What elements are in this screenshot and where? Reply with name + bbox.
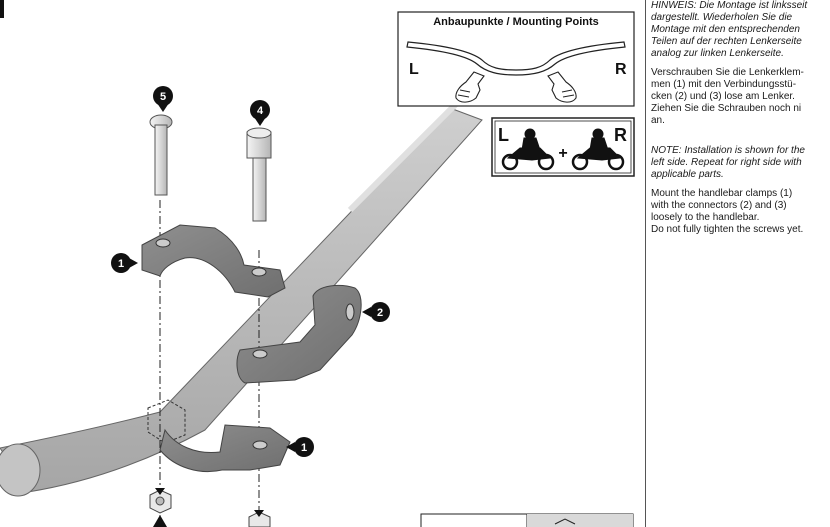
- callout-connector: 2: [362, 302, 390, 322]
- callout-clamp-upper: 1: [111, 253, 138, 273]
- screw-round-head: [149, 114, 173, 196]
- callout-clamp-lower: 1: [286, 437, 314, 457]
- mounting-points-box: Anbaupunkte / Mounting Points L R: [397, 11, 635, 107]
- handlebar-tube: [0, 97, 483, 497]
- screw-socket-head: [246, 127, 272, 222]
- svg-text:+: +: [558, 145, 567, 162]
- german-note: HINWEIS: Die Montage ist linksseit darge…: [651, 0, 808, 59]
- bottom-table-fragment: [420, 513, 634, 527]
- svg-text:2: 2: [377, 307, 383, 319]
- callout-screw-round: 5: [153, 86, 173, 112]
- callout-screw-long: 4: [250, 100, 270, 126]
- svg-text:1: 1: [118, 258, 124, 270]
- english-note: NOTE: Installation is shown for the left…: [651, 145, 805, 180]
- svg-text:5: 5: [160, 91, 166, 103]
- motorcycle-rider-icon: [501, 128, 555, 171]
- svg-text:L: L: [409, 61, 419, 78]
- corner-mark: [0, 0, 4, 18]
- svg-text:R: R: [614, 125, 627, 145]
- german-instruction: Verschrauben Sie die Lenkerklem- men (1)…: [651, 67, 804, 126]
- hand-pointer-icon: [455, 71, 485, 103]
- instruction-text-column: HINWEIS: Die Montage ist linksseit darge…: [651, 0, 830, 527]
- english-instruction: Mount the handlebar clamps (1) with the …: [651, 188, 804, 235]
- clamp-upper: [141, 224, 286, 298]
- hidden-nut-outline: [147, 399, 186, 444]
- column-divider: [645, 0, 646, 527]
- side-symbol-box: L R +: [491, 117, 635, 177]
- hand-pointer-icon: [547, 71, 577, 103]
- svg-text:1: 1: [301, 442, 307, 454]
- arrow-up-icon: [153, 515, 167, 527]
- connector-part: [236, 284, 362, 384]
- handlebar-sketch: [406, 41, 626, 76]
- svg-text:L: L: [498, 125, 509, 145]
- clamp-lower: [159, 424, 291, 473]
- svg-text:4: 4: [257, 105, 264, 117]
- assembly-illustration: 5 4 1 2 1 Anbaupunkte / Mountin: [0, 0, 635, 527]
- svg-text:R: R: [615, 61, 627, 78]
- motorcycle-rider-icon: [571, 128, 625, 171]
- mounting-points-title: Anbaupunkte / Mounting Points: [433, 16, 599, 28]
